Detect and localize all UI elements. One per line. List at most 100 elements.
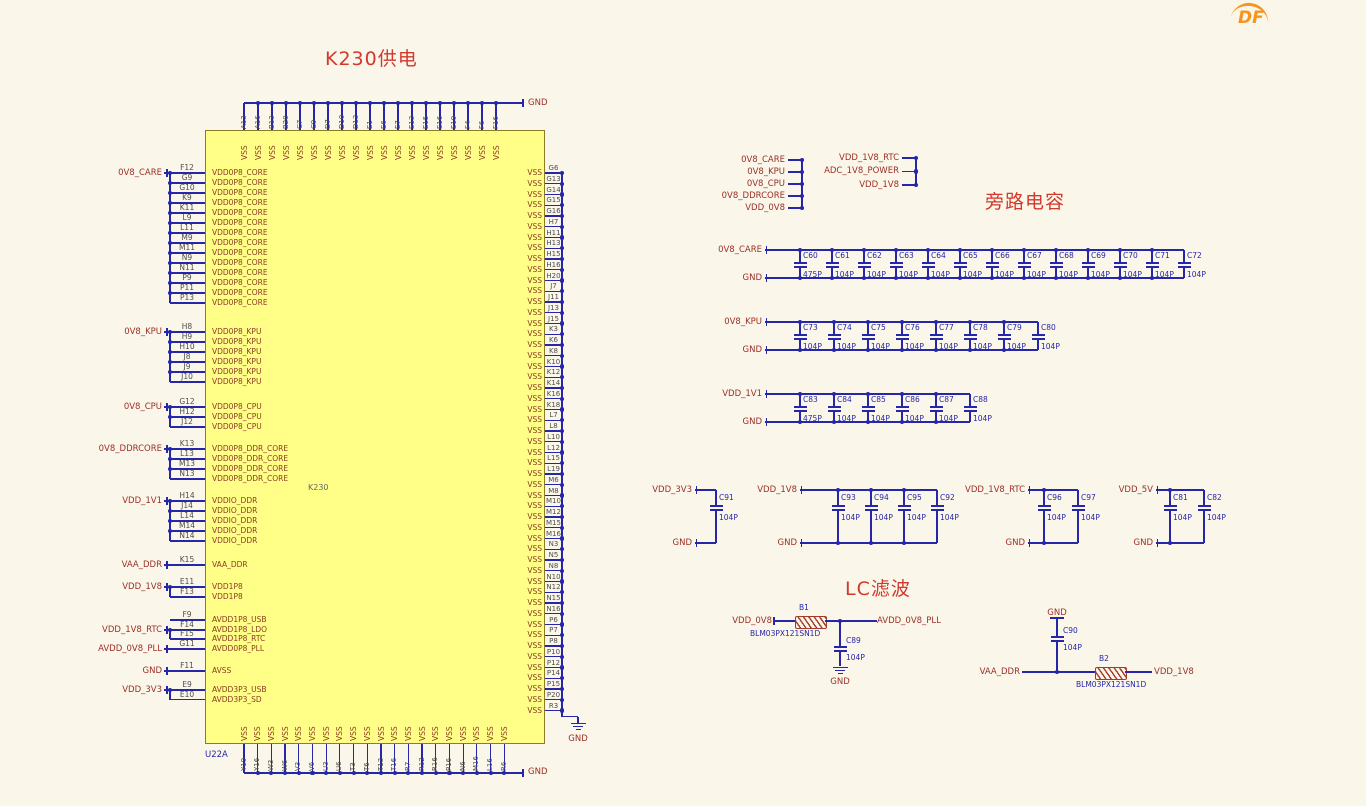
capacitor-symbol[interactable] [985,262,999,264]
capacitor-symbol[interactable] [861,406,875,408]
capacitor-symbol[interactable] [929,334,943,336]
capacitor-symbol[interactable] [930,509,944,511]
pin-wire [170,341,205,343]
capacitor-symbol[interactable] [831,505,845,507]
capacitor-symbol[interactable] [963,406,977,408]
junction-dot [899,419,905,425]
capacitor-symbol[interactable] [1145,266,1159,268]
capacitor-symbol[interactable] [963,410,977,412]
pin-wire [545,247,562,249]
capacitor-symbol[interactable] [827,410,841,412]
capacitor-symbol[interactable] [929,410,943,412]
capacitor-symbol[interactable] [1031,334,1045,336]
capacitor-symbol[interactable] [1049,266,1063,268]
capacitor-symbol[interactable] [1197,505,1211,507]
capacitor-symbol[interactable] [953,266,967,268]
capacitor-symbol[interactable] [1177,262,1191,264]
pin-number: M16 [472,756,481,771]
capacitor-symbol[interactable] [895,338,909,340]
capacitor-symbol[interactable] [929,406,943,408]
capacitor-symbol[interactable] [1163,509,1177,511]
capacitor-symbol[interactable] [1031,338,1045,340]
capacitor-symbol[interactable] [825,266,839,268]
capacitor-symbol[interactable] [1197,509,1211,511]
capacitor-symbol[interactable] [897,509,911,511]
capacitor-symbol[interactable] [985,266,999,268]
capacitor-symbol[interactable] [930,505,944,507]
capacitor-symbol[interactable] [953,262,967,264]
capacitor-symbol[interactable] [1050,640,1064,642]
capacitor-symbol[interactable] [1049,262,1063,264]
capacitor-symbol[interactable] [929,338,943,340]
net-label: 0V8_CARE [741,154,785,165]
capacitor-symbol[interactable] [793,262,807,264]
net-label: 0V8_KPU [724,316,762,327]
net-label: 0V8_DDRCORE [721,190,785,201]
capacitor-symbol[interactable] [1177,266,1191,268]
capacitor-symbol[interactable] [1113,266,1127,268]
cap-designator: C96 [1047,493,1062,502]
capacitor-symbol[interactable] [1081,266,1095,268]
capacitor-symbol[interactable] [921,262,935,264]
capacitor-symbol[interactable] [895,334,909,336]
capacitor-symbol[interactable] [833,650,847,652]
pin-name: VSS [445,726,454,741]
pin-wire [170,262,205,264]
junction-dot [167,200,173,206]
capacitor-symbol[interactable] [857,266,871,268]
capacitor-symbol[interactable] [963,338,977,340]
capacitor-symbol[interactable] [827,338,841,340]
capacitor-symbol[interactable] [864,509,878,511]
capacitor-symbol[interactable] [1017,266,1031,268]
ferrite-bead[interactable] [1095,666,1127,680]
capacitor-symbol[interactable] [793,410,807,412]
capacitor-symbol[interactable] [793,406,807,408]
bead-designator: B1 [799,603,809,612]
wire [1125,671,1152,673]
capacitor-symbol[interactable] [1145,262,1159,264]
cap-lead [1151,267,1153,278]
pin-name: VSS [527,630,542,640]
capacitor-symbol[interactable] [889,262,903,264]
pin-name: VSS [527,662,542,672]
capacitor-symbol[interactable] [997,334,1011,336]
capacitor-symbol[interactable] [793,266,807,268]
capacitor-symbol[interactable] [1113,262,1127,264]
capacitor-symbol[interactable] [1071,509,1085,511]
capacitor-symbol[interactable] [833,646,847,648]
capacitor-symbol[interactable] [889,266,903,268]
capacitor-symbol[interactable] [1071,505,1085,507]
capacitor-symbol[interactable] [1163,505,1177,507]
capacitor-symbol[interactable] [1081,262,1095,264]
junction-dot [1041,487,1047,493]
capacitor-symbol[interactable] [831,509,845,511]
pin-number: H20 [546,271,561,280]
capacitor-symbol[interactable] [861,334,875,336]
capacitor-symbol[interactable] [825,262,839,264]
cap-lead [969,394,971,406]
capacitor-symbol[interactable] [895,406,909,408]
capacitor-symbol[interactable] [921,266,935,268]
capacitor-symbol[interactable] [827,406,841,408]
capacitor-symbol[interactable] [897,505,911,507]
capacitor-symbol[interactable] [1050,636,1064,638]
capacitor-symbol[interactable] [895,410,909,412]
capacitor-symbol[interactable] [793,338,807,340]
k230-chip-body[interactable] [205,130,545,744]
capacitor-symbol[interactable] [1037,505,1051,507]
capacitor-symbol[interactable] [864,505,878,507]
capacitor-symbol[interactable] [709,509,723,511]
capacitor-symbol[interactable] [963,334,977,336]
capacitor-symbol[interactable] [1017,262,1031,264]
capacitor-symbol[interactable] [1037,509,1051,511]
capacitor-symbol[interactable] [861,338,875,340]
capacitor-symbol[interactable] [709,505,723,507]
capacitor-symbol[interactable] [997,338,1011,340]
junction-dot [167,270,173,276]
pin-name: VSS [527,479,542,489]
capacitor-symbol[interactable] [857,262,871,264]
ferrite-bead[interactable] [795,615,827,629]
capacitor-symbol[interactable] [827,334,841,336]
capacitor-symbol[interactable] [793,334,807,336]
capacitor-symbol[interactable] [861,410,875,412]
